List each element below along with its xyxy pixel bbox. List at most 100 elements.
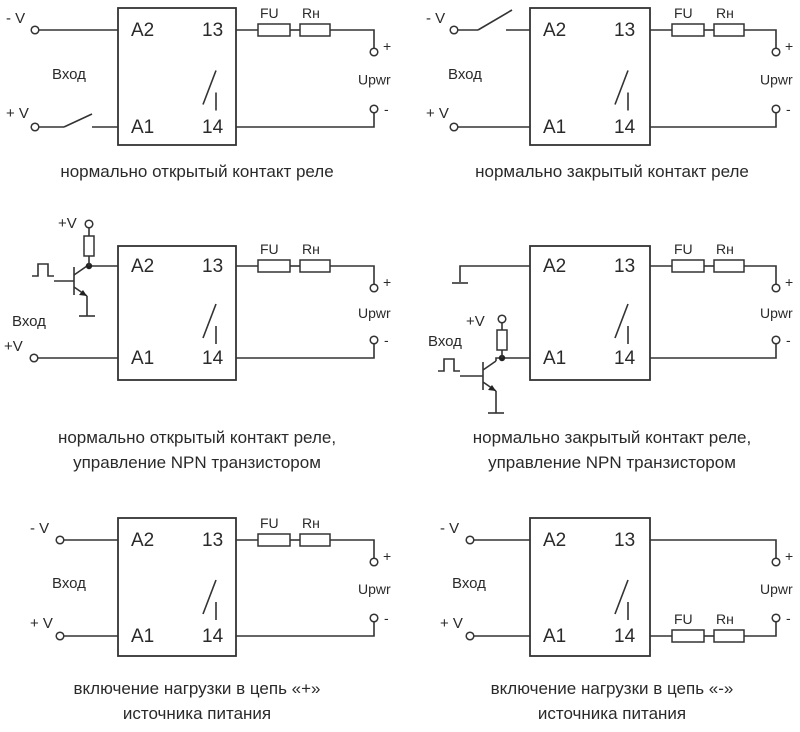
load-resistor-rn xyxy=(299,533,331,547)
wire xyxy=(330,539,375,558)
relay-body xyxy=(529,517,651,657)
load-label: Rн xyxy=(716,611,734,627)
pin-a1-label: A1 xyxy=(131,626,154,647)
upwr-label: Upwr xyxy=(358,581,391,597)
fuse-label: FU xyxy=(674,611,693,627)
relay-contact-blade xyxy=(202,579,217,615)
caption-line: включение нагрузки в цепь «+» xyxy=(74,679,321,698)
pin-a2-label: A2 xyxy=(543,530,566,551)
pin-13-label: 13 xyxy=(614,20,635,41)
caption-line: управление NPN транзистором xyxy=(73,453,321,472)
pin-14-label: 14 xyxy=(202,117,224,138)
pin-a1-label: A1 xyxy=(131,117,154,138)
input-switch-closed xyxy=(477,9,513,31)
pullup-terminal xyxy=(84,219,94,229)
fuse-label: FU xyxy=(260,241,279,257)
caption-line: источника питания xyxy=(123,704,271,723)
relay-contact-blade xyxy=(614,303,629,339)
transistor-collector xyxy=(482,360,497,371)
relay-body xyxy=(117,517,237,657)
relay-contact-blade xyxy=(614,579,629,615)
upwr-minus-terminal xyxy=(369,335,379,345)
pin-a1-label: A1 xyxy=(543,117,566,138)
load-resistor-rn xyxy=(713,259,745,273)
plus-v-label: + V xyxy=(440,615,463,632)
upwr-minus-terminal xyxy=(369,104,379,114)
transistor-emitter-arrow xyxy=(79,290,87,296)
wire xyxy=(650,539,777,558)
caption-line: включение нагрузки в цепь «-» xyxy=(491,679,734,698)
caption-line: нормально закрытый контакт реле, xyxy=(473,428,751,447)
minus-sign: - xyxy=(786,101,791,117)
upwr-plus-terminal xyxy=(369,283,379,293)
wire xyxy=(650,113,777,128)
fuse-fu xyxy=(257,23,291,37)
pullup-resistor xyxy=(496,329,508,351)
wire xyxy=(650,344,777,359)
wire xyxy=(744,29,777,48)
plus-v-label: + V xyxy=(6,105,29,122)
caption-line: источника питания xyxy=(538,704,686,723)
input-label: Вход xyxy=(452,575,486,592)
upwr-plus-terminal xyxy=(771,47,781,57)
load-label: Rн xyxy=(302,241,320,257)
pin-a2-label: A2 xyxy=(131,256,154,277)
wire xyxy=(744,265,777,284)
minus-sign: - xyxy=(384,610,389,626)
a2-ground-wire xyxy=(459,265,530,282)
relay-body xyxy=(529,245,651,381)
transistor-emitter-arrow xyxy=(488,385,496,391)
load-resistor-rn xyxy=(299,23,331,37)
fuse-label: FU xyxy=(260,515,279,531)
relay-contact-blade xyxy=(202,70,217,105)
minus-sign: - xyxy=(384,332,389,348)
plus-sign: + xyxy=(785,38,793,54)
plus-v-label: + V xyxy=(30,615,53,632)
input-pulse-icon xyxy=(32,263,54,277)
input-switch xyxy=(63,113,93,128)
pin-a2-label: A2 xyxy=(543,20,566,41)
fuse-fu xyxy=(671,629,705,643)
minus-sign: - xyxy=(384,101,389,117)
pin-a1-label: A1 xyxy=(131,348,154,369)
upwr-minus-terminal xyxy=(771,104,781,114)
pin-13-label: 13 xyxy=(614,530,635,551)
pin-a2-label: A2 xyxy=(131,20,154,41)
load-resistor-rn xyxy=(713,629,745,643)
input-minus-terminal xyxy=(30,25,40,35)
pin-13-label: 13 xyxy=(614,256,635,277)
pin-14-label: 14 xyxy=(202,626,224,647)
pin-14-label: 14 xyxy=(614,348,636,369)
fuse-label: FU xyxy=(674,5,693,21)
caption-line: нормально открытый контакт реле, xyxy=(58,428,336,447)
upwr-plus-terminal xyxy=(369,557,379,567)
upwr-minus-terminal xyxy=(369,613,379,623)
input-label: Вход xyxy=(52,66,86,83)
relay-body xyxy=(117,7,237,146)
input-plus-terminal xyxy=(29,353,39,363)
load-resistor-rn xyxy=(713,23,745,37)
input-minus-terminal xyxy=(55,535,65,545)
input-plus-terminal xyxy=(449,122,459,132)
relay-body xyxy=(529,7,651,146)
caption-line: нормально закрытый контакт реле xyxy=(475,162,749,181)
plus-sign: + xyxy=(383,274,391,290)
relay-contact-blade xyxy=(614,70,629,105)
transistor-collector xyxy=(73,265,88,276)
plus-v-label: + V xyxy=(426,105,449,122)
input-plus-terminal xyxy=(55,631,65,641)
fuse-fu xyxy=(671,259,705,273)
upwr-label: Upwr xyxy=(760,581,793,597)
wire xyxy=(330,29,375,48)
minus-v-label: - V xyxy=(6,10,25,27)
collector-wire xyxy=(495,357,530,361)
pin-13-label: 13 xyxy=(202,20,223,41)
load-label: Rн xyxy=(302,5,320,21)
pullup-terminal xyxy=(497,314,507,324)
relay-body xyxy=(117,245,237,381)
fuse-label: FU xyxy=(260,5,279,21)
upwr-plus-terminal xyxy=(369,47,379,57)
pullup-resistor xyxy=(83,235,95,257)
